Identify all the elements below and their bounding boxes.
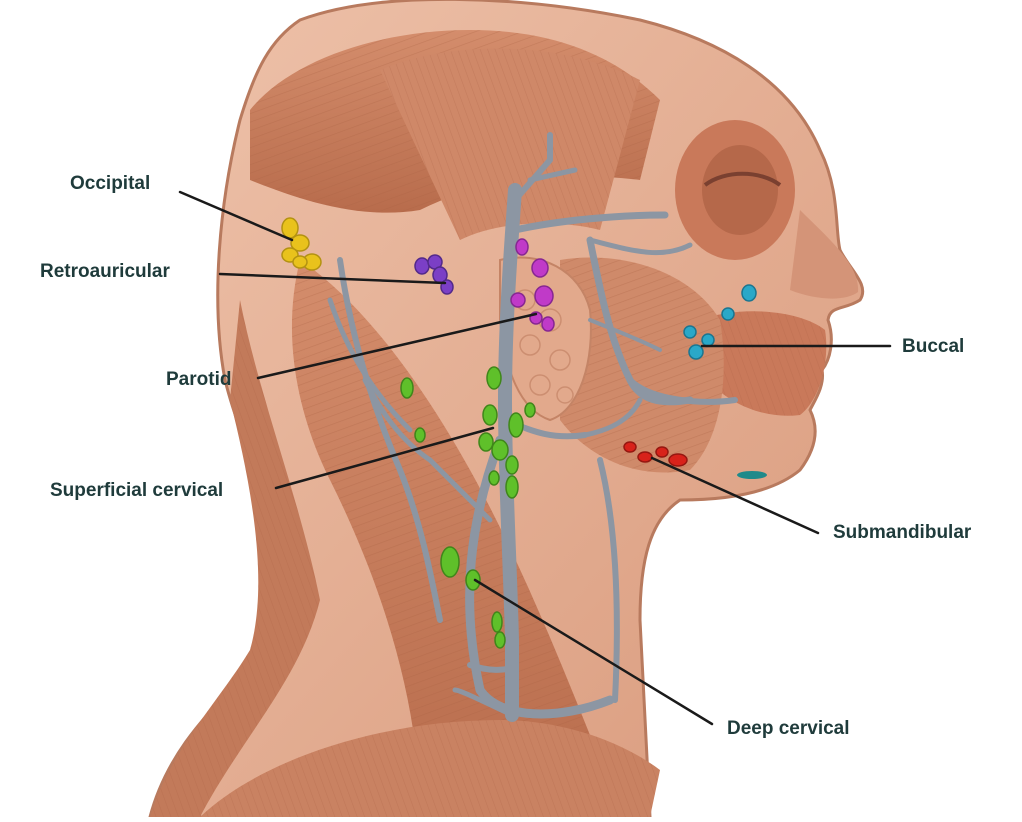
superficial-cervical-node	[488, 470, 500, 486]
parotid-node	[515, 238, 529, 256]
deep-cervical-node	[440, 546, 460, 578]
parotid-leader	[256, 312, 538, 380]
label-superficial-cervical: Superficial cervical	[50, 480, 224, 501]
occipital-leader	[178, 190, 294, 242]
retroauricular-leader	[218, 272, 447, 285]
label-deep-cervical: Deep cervical	[727, 718, 850, 739]
submandibular-node	[623, 441, 637, 453]
label-retroauricular: Retroauricular	[40, 261, 170, 282]
submandibular-leader	[650, 456, 820, 535]
internal-jugular-vein	[465, 435, 615, 719]
occipital-node	[292, 255, 308, 269]
superficial-cervical-node	[414, 427, 426, 443]
submandibular-node	[655, 446, 669, 458]
deep-cervical-leader	[473, 578, 714, 726]
superficial-cervical-node	[400, 377, 414, 399]
label-occipital: Occipital	[70, 173, 151, 194]
retroauricular-node	[414, 257, 430, 275]
label-buccal: Buccal	[902, 336, 965, 357]
superficial-cervical-node	[505, 475, 519, 499]
occipital-node	[290, 234, 310, 252]
buccal-nodes	[683, 284, 757, 360]
buccal-node	[721, 307, 735, 321]
submandibular-node	[637, 451, 653, 463]
nose	[790, 210, 859, 299]
superficial-cervical-node	[482, 404, 498, 426]
superficial-cervical-node	[478, 432, 494, 452]
deep-cervical-nodes	[440, 546, 506, 649]
label-parotid: Parotid	[166, 369, 232, 390]
parotid-node	[510, 292, 526, 308]
buccal-node	[741, 284, 757, 302]
submandibular-node	[668, 453, 688, 467]
parotid-node	[534, 285, 554, 307]
posterior-vein	[337, 257, 443, 623]
parotid-node	[531, 258, 549, 278]
buccal-node	[701, 333, 715, 347]
occipital-nodes	[281, 217, 322, 271]
superficial-cervical-node	[508, 412, 524, 438]
parotid-nodes	[510, 238, 555, 332]
label-submandibular: Submandibular	[833, 522, 972, 543]
occipital-node	[281, 217, 299, 239]
superficial-cervical-leader	[274, 426, 495, 490]
superficial-cervical-node	[524, 402, 536, 418]
buccal-node	[688, 344, 704, 360]
external-jugular-vein	[498, 183, 522, 722]
chin-node	[737, 471, 767, 479]
parotid-node	[541, 316, 555, 332]
veins	[327, 132, 738, 722]
superficial-cervical-node	[491, 439, 509, 461]
superficial-cervical-nodes	[400, 366, 536, 499]
retroauricular-nodes	[414, 254, 454, 295]
superficial-cervical-node	[486, 366, 502, 390]
superficial-cervical-node	[505, 455, 519, 475]
deep-cervical-node	[494, 631, 506, 649]
deep-cervical-node	[465, 569, 481, 591]
buccal-node	[683, 325, 697, 339]
leader-lines	[178, 190, 892, 726]
deep-cervical-node	[491, 611, 503, 633]
